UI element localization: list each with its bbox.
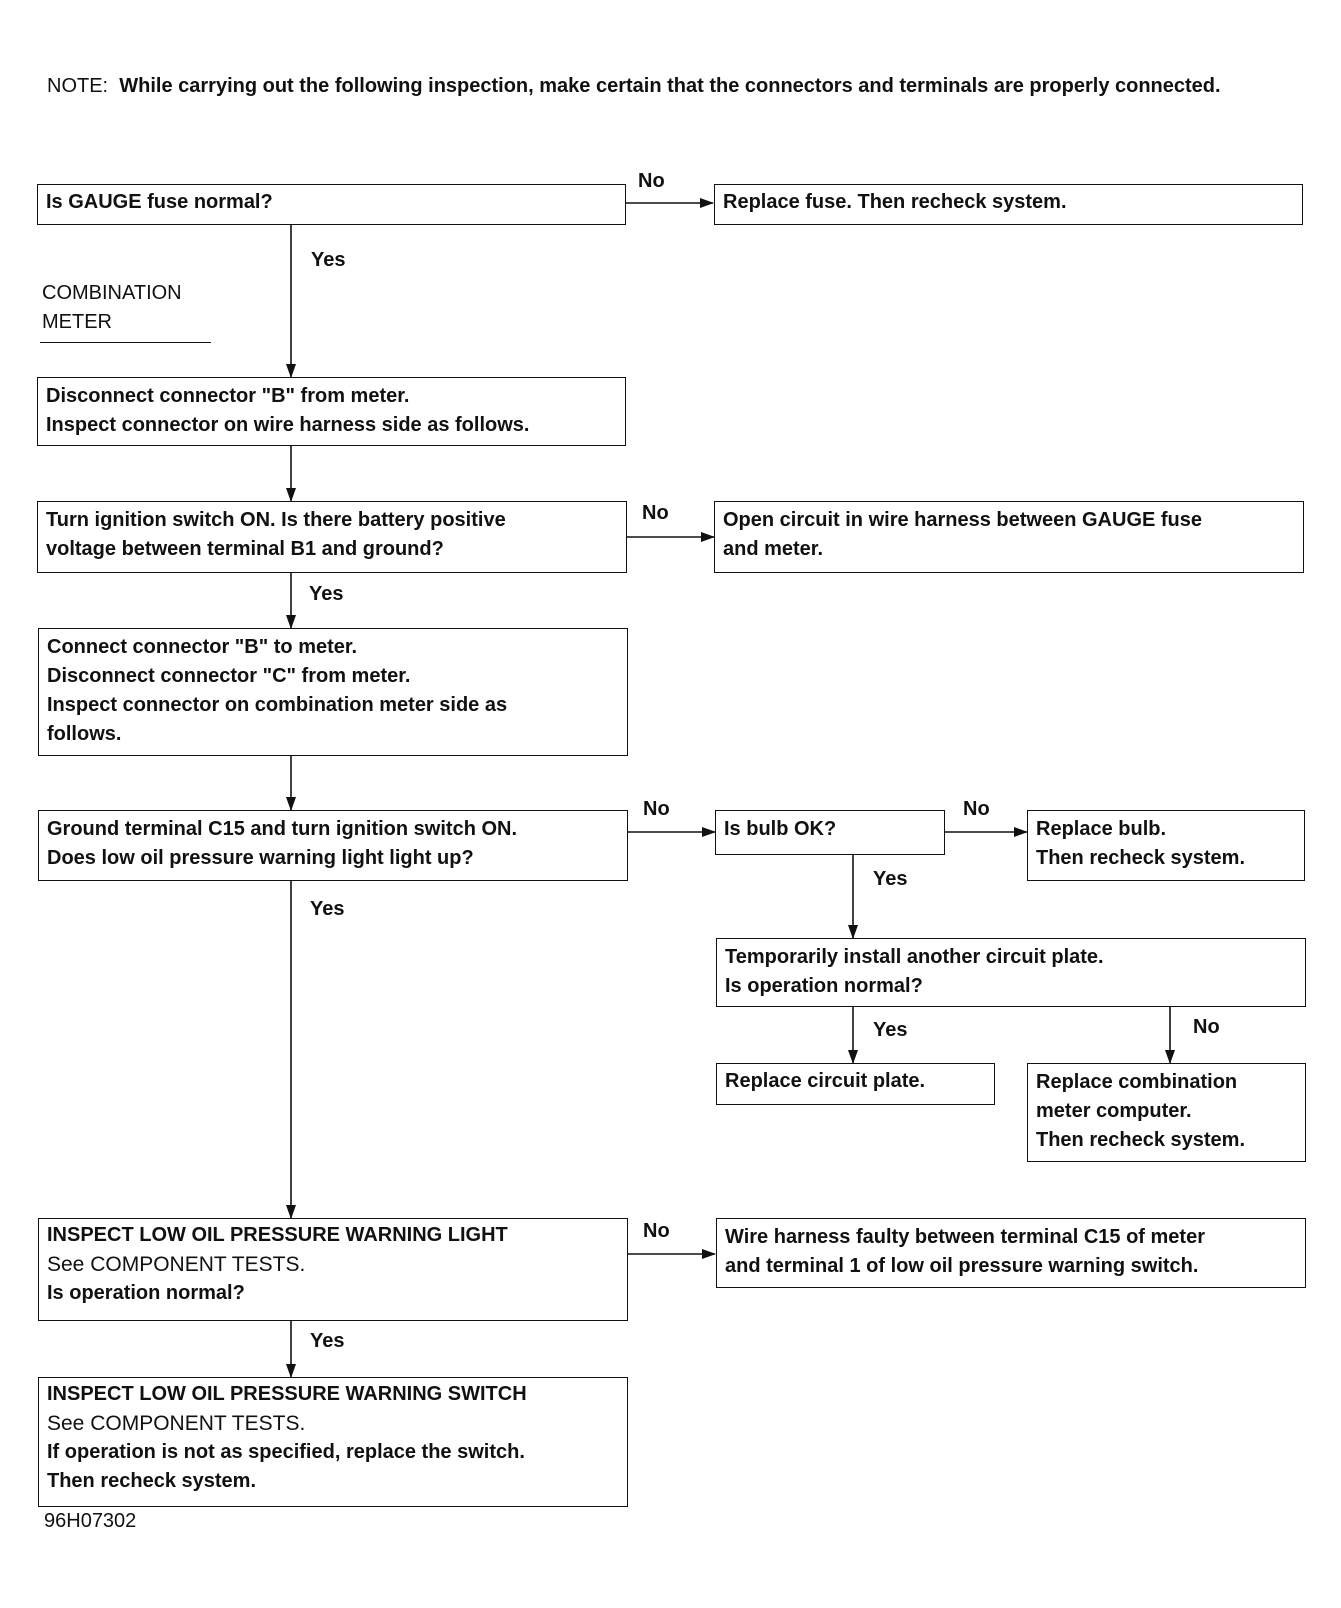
label-yes-fuse: Yes (311, 249, 346, 271)
step-replace-circuit-plate-line: Replace circuit plate. (725, 1070, 926, 1092)
step-replace-bulb-line-1: Replace bulb. (1036, 818, 1167, 840)
step-circuit-plate-line-2: Is operation normal? (725, 975, 923, 997)
step-ignition-b1-line-1: Turn ignition switch ON. Is there batter… (46, 509, 506, 531)
step-ignition-b1-line-2: voltage between terminal B1 and ground? (46, 538, 444, 560)
step-disconnect-b-line-2: Inspect connector on wire harness side a… (46, 414, 530, 436)
label-yes-ignition: Yes (309, 583, 344, 605)
step-ground-c15-line-2: Does low oil pressure warning light ligh… (47, 847, 474, 869)
section-underline (40, 342, 211, 343)
inspection-note: NOTE: While carrying out the following i… (47, 72, 1297, 101)
step-replace-bulb: Replace bulb. Then recheck system. (1027, 810, 1305, 881)
step-circuit-plate-line-1: Temporarily install another circuit plat… (725, 946, 1104, 968)
step-inspect-switch-ref: See COMPONENT TESTS. (47, 1412, 306, 1435)
step-disconnect-b-line-1: Disconnect connector "B" from meter. (46, 385, 410, 407)
step-bulb-ok-line: Is bulb OK? (724, 818, 837, 840)
figure-code: 96H07302 (44, 1510, 137, 1532)
step-connect-b: Connect connector "B" to meter. Disconne… (38, 628, 628, 756)
step-connect-b-line-1: Connect connector "B" to meter. (47, 636, 358, 658)
label-no-ignition: No (642, 502, 669, 524)
step-replace-meter-computer-line-2: meter computer. (1036, 1100, 1192, 1122)
step-connect-b-line-2: Disconnect connector "C" from meter. (47, 665, 411, 687)
step-disconnect-b: Disconnect connector "B" from meter. Ins… (37, 377, 626, 446)
note-prefix: NOTE: (47, 75, 109, 97)
label-yes-plate: Yes (873, 1019, 908, 1041)
step-harness-faulty-line-2: and terminal 1 of low oil pressure warni… (725, 1255, 1199, 1277)
step-replace-fuse: Replace fuse. Then recheck system. (714, 184, 1303, 225)
step-inspect-light: INSPECT LOW OIL PRESSURE WARNING LIGHT S… (38, 1218, 628, 1321)
label-no-inspect-light: No (643, 1220, 670, 1242)
label-no-bulb: No (963, 798, 990, 820)
step-replace-meter-computer-line-1: Replace combination (1036, 1071, 1238, 1093)
section-label-combination-meter: COMBINATION METER (42, 279, 182, 337)
note-text: While carrying out the following inspect… (119, 75, 1221, 97)
step-harness-faulty: Wire harness faulty between terminal C15… (716, 1218, 1306, 1288)
label-no-plate: No (1193, 1016, 1220, 1038)
step-inspect-light-heading: INSPECT LOW OIL PRESSURE WARNING LIGHT (47, 1224, 508, 1246)
section-label-line-2: METER (42, 311, 112, 333)
step-connect-b-line-3: Inspect connector on combination meter s… (47, 694, 508, 716)
step-inspect-switch: INSPECT LOW OIL PRESSURE WARNING SWITCH … (38, 1377, 628, 1507)
step-inspect-light-ref: See COMPONENT TESTS. (47, 1253, 306, 1276)
step-inspect-switch-heading: INSPECT LOW OIL PRESSURE WARNING SWITCH (47, 1383, 527, 1405)
section-label-line-1: COMBINATION (42, 282, 182, 304)
step-replace-bulb-line-2: Then recheck system. (1036, 847, 1245, 869)
step-ground-c15: Ground terminal C15 and turn ignition sw… (38, 810, 628, 881)
step-replace-meter-computer: Replace combination meter computer. Then… (1027, 1063, 1306, 1162)
step-inspect-switch-line-2: Then recheck system. (47, 1470, 256, 1492)
step-gauge-fuse: Is GAUGE fuse normal? (37, 184, 626, 225)
step-circuit-plate: Temporarily install another circuit plat… (716, 938, 1306, 1007)
step-ground-c15-line-1: Ground terminal C15 and turn ignition sw… (47, 818, 518, 840)
step-harness-faulty-line-1: Wire harness faulty between terminal C15… (725, 1226, 1205, 1248)
step-inspect-light-line-1: Is operation normal? (47, 1282, 245, 1304)
step-open-circuit: Open circuit in wire harness between GAU… (714, 501, 1304, 573)
step-replace-circuit-plate: Replace circuit plate. (716, 1063, 995, 1105)
step-replace-meter-computer-line-3: Then recheck system. (1036, 1129, 1245, 1151)
label-no-ground: No (643, 798, 670, 820)
label-yes-ground: Yes (310, 898, 345, 920)
step-connect-b-line-4: follows. (47, 723, 122, 745)
step-bulb-ok: Is bulb OK? (715, 810, 945, 855)
step-open-circuit-line-2: and meter. (723, 538, 824, 560)
step-ignition-b1: Turn ignition switch ON. Is there batter… (37, 501, 627, 573)
label-yes-inspect-light: Yes (310, 1330, 345, 1352)
label-yes-bulb: Yes (873, 868, 908, 890)
step-gauge-fuse-line: Is GAUGE fuse normal? (46, 191, 273, 213)
label-no-fuse: No (638, 170, 665, 192)
step-replace-fuse-line: Replace fuse. Then recheck system. (723, 191, 1067, 213)
step-inspect-switch-line-1: If operation is not as specified, replac… (47, 1441, 525, 1463)
step-open-circuit-line-1: Open circuit in wire harness between GAU… (723, 509, 1203, 531)
